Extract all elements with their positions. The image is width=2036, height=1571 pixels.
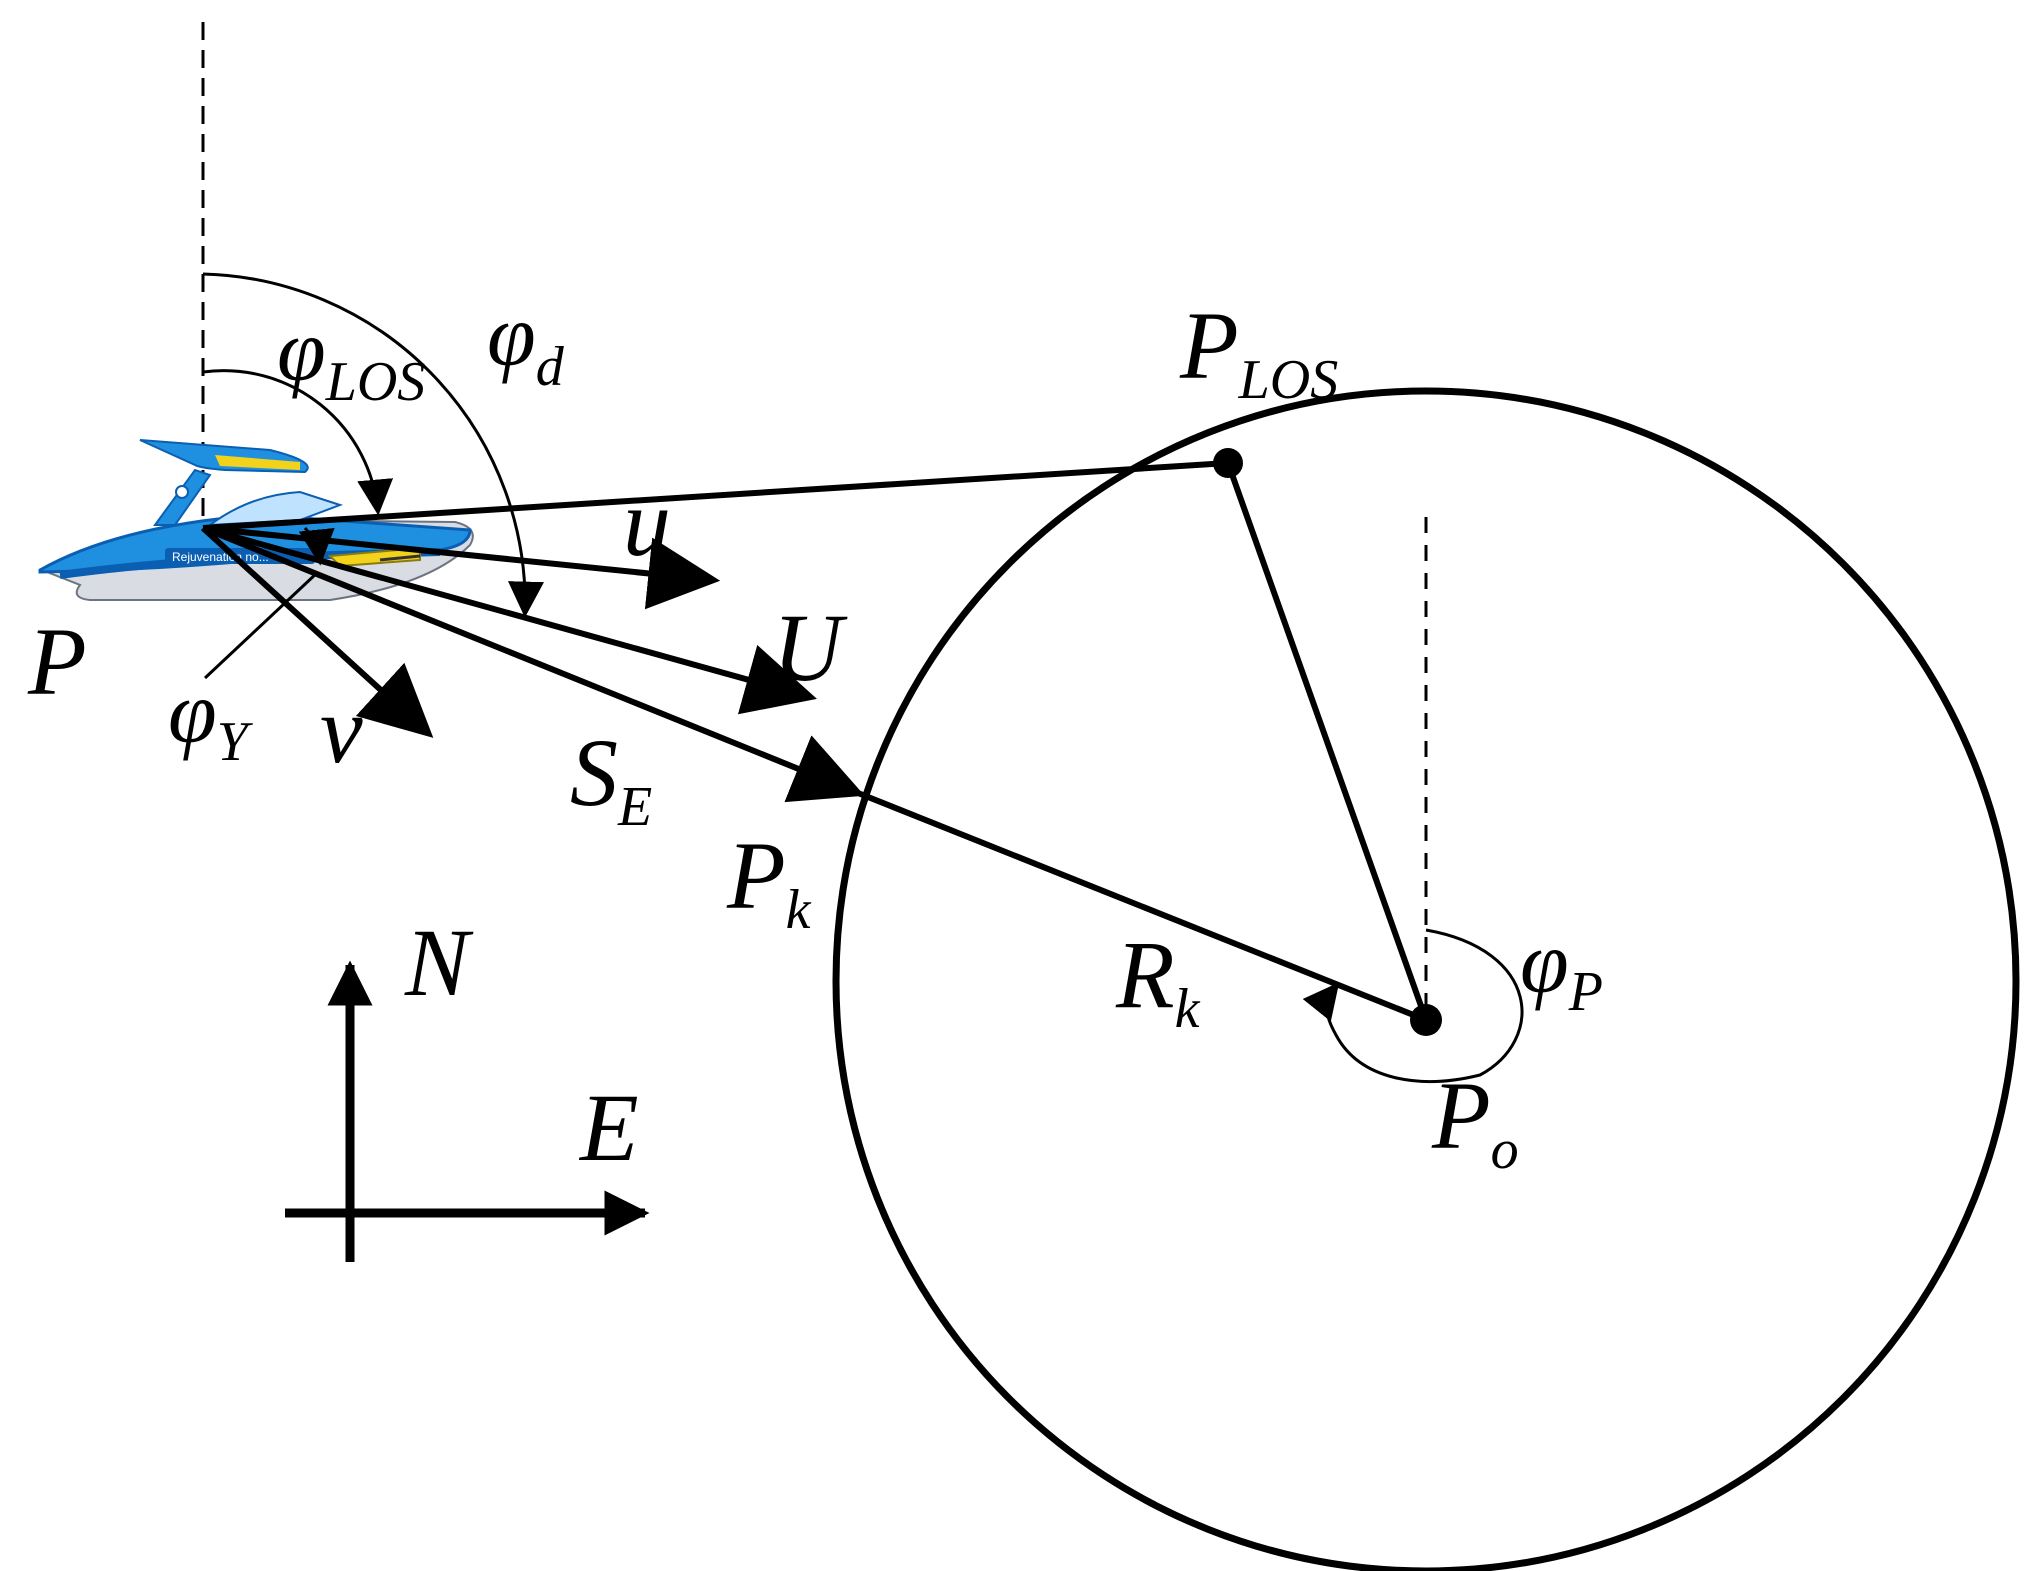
label-phi-y: φY [168, 665, 254, 773]
label-p: P [27, 608, 87, 715]
label-s-e: SE [570, 719, 652, 838]
label-phi-d: φd [487, 288, 565, 398]
phi-y-angle-arc [298, 526, 335, 566]
boat-bow-rail [379, 554, 421, 562]
point-p-o [1410, 1004, 1442, 1036]
label-r-k: Rk [1115, 921, 1201, 1040]
label-u: u [623, 469, 671, 576]
label-v: v [320, 676, 363, 783]
cross-track-vector-se [201, 525, 865, 803]
point-p-los [1213, 448, 1243, 478]
boat-illustration: Rejuvenation no... [38, 439, 474, 601]
phi-y-leader-line [203, 570, 320, 680]
surge-velocity-vector-u [202, 525, 721, 610]
los-line [202, 460, 1229, 531]
label-phi-los: φLOS [277, 303, 425, 413]
radius-rk-line [856, 790, 1428, 1023]
los-radius-line [1225, 461, 1429, 1022]
phi-d-angle-arc [202, 272, 544, 618]
label-p-k: Pk [726, 822, 812, 941]
label-phi-p: φP [1520, 915, 1603, 1023]
boat-tower-roof-trim [215, 455, 300, 470]
boat-windshield [206, 490, 344, 527]
label-U: U [773, 594, 848, 701]
label-e: E [578, 1074, 639, 1181]
label-p-o: Po [1431, 1062, 1519, 1181]
phi-p-angle-arc [1302, 928, 1524, 1084]
label-p-los: PLOS [1179, 292, 1338, 411]
circular-path [832, 387, 2020, 1571]
boat-tower-light [175, 485, 189, 499]
boat-hull-text: Rejuvenation no... [172, 550, 269, 564]
sway-velocity-vector-v [200, 525, 434, 738]
phi-los-angle-arc [202, 369, 394, 516]
label-n: N [404, 909, 474, 1016]
